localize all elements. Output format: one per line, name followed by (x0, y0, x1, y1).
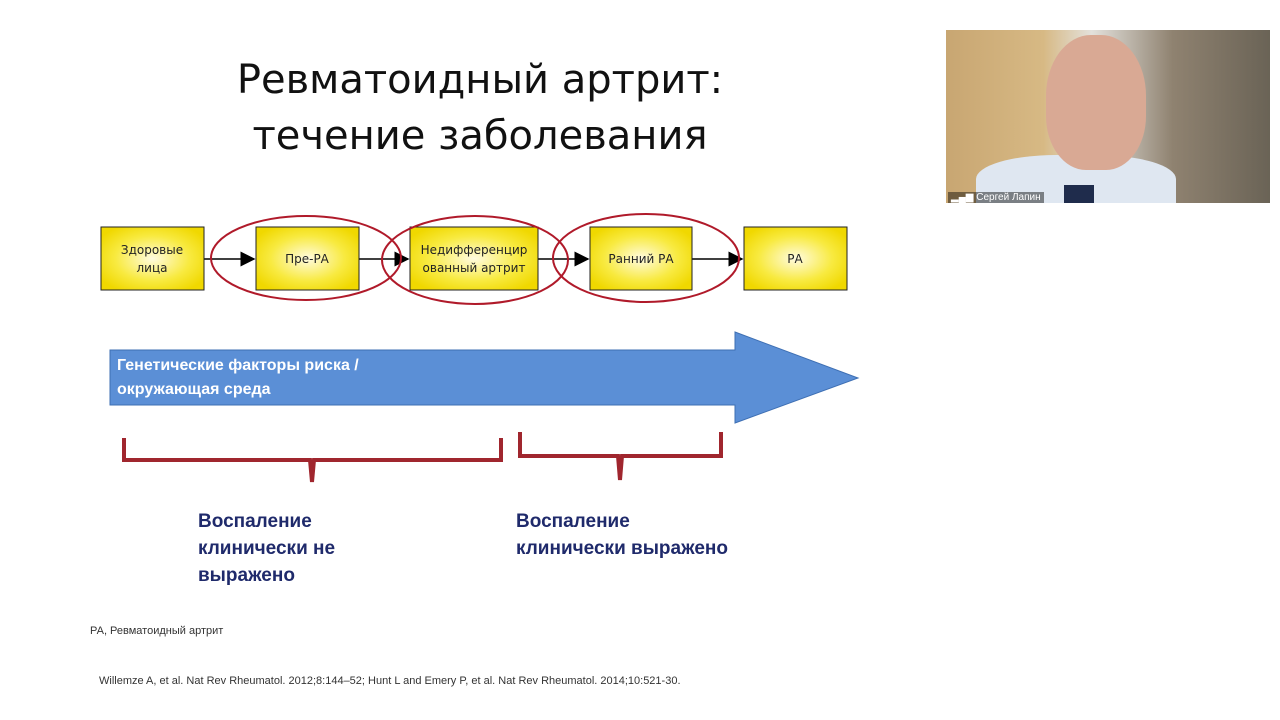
svg-text:РА: РА (787, 252, 803, 266)
highlight-ellipses (210, 213, 740, 305)
arrow-label: Генетические факторы риска / окружающая … (117, 357, 359, 398)
brace-left (122, 438, 503, 483)
risk-factors-arrow (109, 331, 860, 424)
stage-box-pre-ra: Пре-РА (255, 226, 360, 291)
svg-text:Ранний РА: Ранний РА (608, 252, 674, 266)
stage-box-undifferentiated: Недифференцир ованный артрит (409, 226, 539, 291)
svg-text:Пре-РА: Пре-РА (285, 252, 330, 266)
brace-right (518, 432, 723, 481)
video-person-face (1046, 35, 1146, 170)
video-person-tie (1064, 185, 1094, 203)
ellipse-undifferentiated (381, 215, 569, 305)
ellipse-pre-ra (210, 215, 402, 301)
participant-name: ▂▄▆ Сергей Лапин (948, 192, 1044, 203)
ellipse-early-ra (552, 213, 740, 303)
svg-text:лица: лица (137, 261, 168, 275)
braces (122, 432, 723, 483)
stage-box-ra: РА (743, 226, 848, 291)
svg-text:ованный артрит: ованный артрит (423, 261, 526, 275)
slide-title: Ревматоидный артрит: течение заболевания (236, 57, 724, 159)
reference: Willemze A, et al. Nat Rev Rheumatol. 20… (99, 675, 681, 687)
signal-icon: ▂▄▆ (951, 192, 977, 203)
participant-video[interactable]: ▂▄▆ Сергей Лапин (946, 30, 1270, 203)
svg-text:Недифференцир: Недифференцир (421, 243, 528, 257)
svg-text:Здоровые: Здоровые (121, 243, 183, 257)
stage-box-healthy: Здоровые лица (100, 226, 205, 291)
stage-box-early-ra: Ранний РА (589, 226, 693, 291)
abbreviation-note: РА, Ревматоидный артрит (90, 625, 224, 637)
